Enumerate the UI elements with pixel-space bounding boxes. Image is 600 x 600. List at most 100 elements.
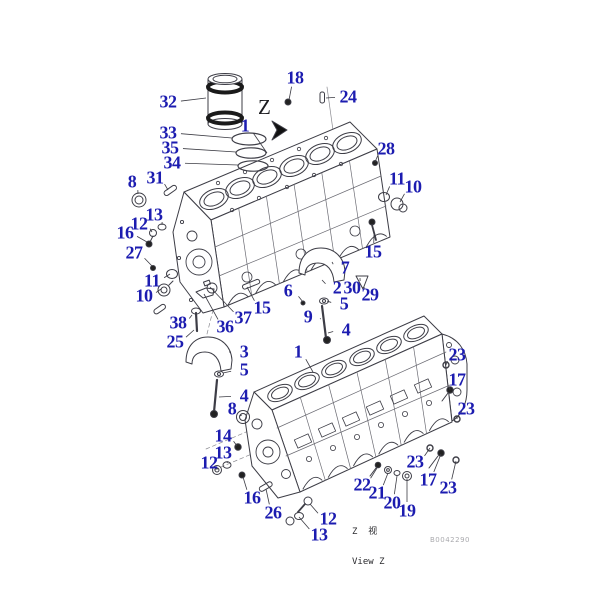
- callout-13: 13: [145, 204, 164, 225]
- spacer-15-glyph: [242, 279, 260, 290]
- lower-block-ribs: [277, 347, 450, 481]
- callout-29: 29: [361, 284, 380, 305]
- plug-16-glyph: [146, 241, 152, 247]
- view-direction-arrow-icon: [272, 121, 287, 140]
- lower-crankcase-arches: [303, 419, 449, 489]
- callout-20: 20: [383, 492, 402, 513]
- water-jacket-windows: [294, 379, 431, 462]
- plug-16-lower-glyph: [239, 472, 245, 478]
- washer-23a-glyph: [443, 362, 449, 368]
- liner-orings-glyph: [232, 133, 268, 171]
- block-ribs: [215, 161, 386, 295]
- pin-38-glyph: [153, 303, 167, 315]
- callout-35: 35: [161, 137, 180, 158]
- callout-10: 10: [404, 176, 423, 197]
- callout-17: 17: [419, 469, 438, 490]
- callout-23: 23: [457, 398, 476, 419]
- plug-8-lower-glyph: [237, 411, 250, 424]
- plug-10-glyph: [158, 281, 173, 296]
- callout-16: 16: [116, 222, 135, 243]
- callout-36: 36: [216, 316, 235, 337]
- callout-4: 4: [239, 385, 249, 406]
- callout-38: 38: [169, 312, 188, 333]
- bearing-cap-left-assembly: [186, 337, 232, 418]
- callout-1: 1: [293, 341, 303, 362]
- upper-cylinder-block-drawing: [173, 122, 390, 313]
- callout-34: 34: [163, 152, 182, 173]
- callout-37: 37: [234, 307, 253, 328]
- callout-12: 12: [200, 452, 219, 473]
- callout-19: 19: [398, 500, 417, 521]
- bolt-12-bottom-glyph: [298, 497, 312, 512]
- cylinder-bores: [196, 128, 364, 213]
- pin-31-glyph: [163, 184, 177, 196]
- callout-8: 8: [127, 171, 137, 192]
- callout-23: 23: [406, 451, 425, 472]
- lower-hardware-glyphs: [213, 362, 461, 525]
- callout-2: 2: [332, 277, 342, 298]
- callout-14: 14: [214, 425, 233, 446]
- callout-30: 30: [343, 277, 362, 298]
- upper-hardware-glyphs: [132, 92, 407, 331]
- bracket-36-37-glyph: [196, 280, 214, 298]
- callout-5: 5: [239, 359, 249, 380]
- washer-23d-glyph: [453, 457, 459, 463]
- lower-cylinder-bores: [265, 321, 431, 405]
- callout-11: 11: [143, 270, 161, 291]
- washer-23c-glyph: [427, 445, 433, 451]
- callout-11: 11: [388, 168, 406, 189]
- callout-23: 23: [439, 477, 458, 498]
- callout-16: 16: [243, 487, 262, 508]
- callout-22: 22: [353, 474, 372, 495]
- head-bolt-holes: [216, 136, 342, 211]
- view-z-caption: Z 视 View Z: [352, 507, 385, 587]
- pin-26-glyph: [258, 481, 273, 492]
- callout-9: 9: [303, 306, 313, 327]
- callout-18: 18: [286, 67, 305, 88]
- clip-18-glyph: [285, 99, 291, 105]
- bolt-15-right-glyph: [369, 219, 376, 240]
- cylinder-liner-glyph: [208, 74, 242, 130]
- bolt-22-glyph: [370, 462, 381, 476]
- plug-28-glyph: [373, 161, 378, 166]
- callout-24: 24: [339, 86, 358, 107]
- callout-13: 13: [310, 524, 329, 545]
- callout-6: 6: [283, 280, 293, 301]
- plug-10-right-glyph: [391, 198, 407, 212]
- callout-31: 31: [146, 167, 165, 188]
- view-z-letter: Z: [258, 95, 271, 119]
- oring-11-glyph: [167, 270, 178, 279]
- callout-17: 17: [448, 369, 467, 390]
- callout-21: 21: [368, 482, 387, 503]
- plug-8-glyph: [132, 193, 146, 207]
- view-z-caption-line2: View Z: [352, 557, 385, 567]
- bolt-17b-glyph: [429, 450, 444, 468]
- oring-20-glyph: [394, 471, 400, 476]
- callout-28: 28: [377, 138, 396, 159]
- oring-13-bottom2-glyph: [286, 517, 294, 525]
- oring-13-glyph: [223, 462, 231, 468]
- callout-12: 12: [319, 508, 338, 529]
- callout-15: 15: [364, 241, 383, 262]
- lower-gear-case-face: [252, 419, 291, 479]
- callout-25: 25: [166, 331, 185, 352]
- callout-4: 4: [341, 319, 351, 340]
- bearing-cap-right-assembly: [299, 248, 345, 344]
- callout-7: 7: [340, 257, 350, 278]
- callout-3: 3: [239, 341, 249, 362]
- callout-10: 10: [135, 285, 154, 306]
- oring-13-bottom-glyph: [295, 513, 304, 520]
- pin-24-glyph: [320, 92, 325, 103]
- view-z-caption-line1: Z 视: [352, 527, 378, 537]
- plug-27-glyph: [151, 266, 156, 271]
- view-z-marker: Z: [258, 95, 271, 120]
- callout-1: 1: [240, 115, 250, 136]
- bolt-25-glyph: [192, 308, 201, 331]
- callout-13: 13: [214, 442, 233, 463]
- drawing-number-watermark: B0042290: [430, 536, 470, 544]
- callout-15: 15: [253, 297, 272, 318]
- bolt-12-glyph: [213, 466, 222, 475]
